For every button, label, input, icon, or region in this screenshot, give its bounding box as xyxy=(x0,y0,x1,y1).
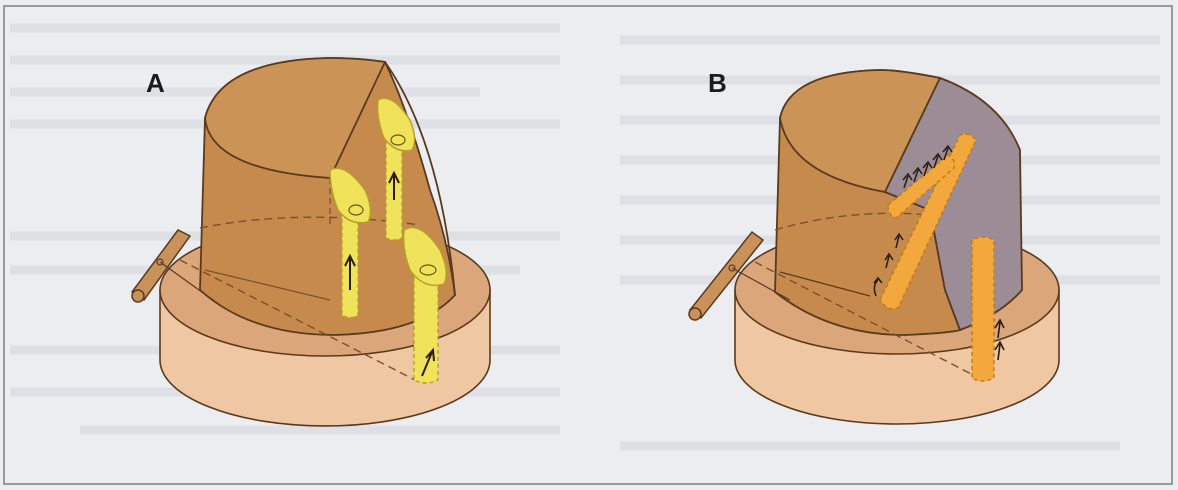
panel-a-label: A xyxy=(146,68,165,98)
panel-a: A xyxy=(132,58,490,426)
panel-b-label: B xyxy=(708,68,727,98)
